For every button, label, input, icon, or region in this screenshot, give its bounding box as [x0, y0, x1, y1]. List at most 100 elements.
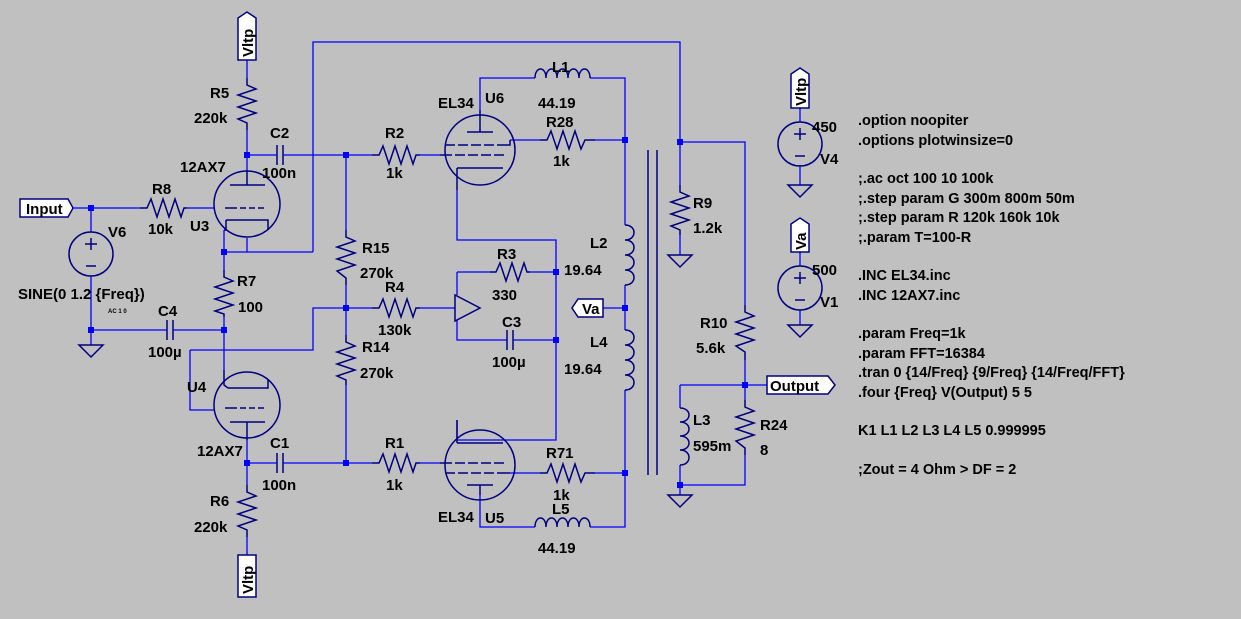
label-c2-ref: C2 [270, 125, 289, 142]
resistor-r28 [540, 128, 595, 152]
capacitor-c3 [500, 330, 520, 350]
directive-line: .INC 12AX7.inc [858, 288, 960, 304]
source-v6 [68, 231, 114, 277]
label-c1-value: 100n [262, 477, 296, 494]
label-u6-model: EL34 [438, 95, 475, 112]
tube-u3 [213, 170, 281, 238]
label-r4-value: 130k [378, 322, 412, 339]
resistor-r9 [668, 185, 692, 235]
label-r28-value: 1k [553, 153, 570, 170]
label-l1-value: 44.19 [538, 95, 576, 112]
resistor-r15 [334, 230, 358, 285]
inductor-l2 [624, 224, 635, 286]
label-r71-ref: R71 [546, 445, 574, 462]
tube-u5 [440, 420, 516, 501]
resistor-r14 [334, 335, 358, 385]
label-r1-ref: R1 [385, 435, 404, 452]
label-c2-value: 100n [262, 165, 296, 182]
label-r10-ref: R10 [700, 315, 728, 332]
label-r10-value: 5.6k [696, 340, 726, 357]
net-flag-output [766, 375, 836, 395]
inductor-l1 [534, 68, 591, 79]
tubes[interactable] [213, 110, 516, 501]
label-l4-ref: L4 [590, 334, 608, 351]
label-r14-value: 270k [360, 365, 394, 382]
label-r5-ref: R5 [210, 85, 229, 102]
label-r28-ref: R28 [546, 114, 574, 131]
net-label-va-v1: Va [793, 232, 810, 250]
label-c4-value: 100µ [148, 344, 182, 361]
inductor-l4 [624, 329, 635, 391]
resistor-r1 [372, 451, 420, 475]
directive-line: .four {Freq} V(Output) 5 5 [858, 385, 1032, 401]
label-v1-ref: V1 [820, 294, 838, 311]
label-u6-ref: U6 [485, 90, 504, 107]
directive-line: .param Freq=1k [858, 326, 967, 342]
label-u5-ref: U5 [485, 510, 504, 527]
capacitor-c2 [270, 145, 290, 165]
tube-u6 [440, 110, 516, 190]
net-label-input: Input [26, 201, 63, 218]
directive-line: .param FFT=16384 [858, 346, 985, 362]
capacitor-c1 [270, 453, 290, 473]
label-l5-ref: L5 [552, 501, 570, 518]
net-label-vltp-top: Vltp [240, 29, 257, 57]
net-flag-va-v1 [790, 217, 810, 253]
buffer-triangle [454, 293, 482, 323]
directive-line: ;.step param R 120k 160k 10k [858, 210, 1060, 226]
label-r3-value: 330 [492, 287, 517, 304]
directive-line: ;Zout = 4 Ohm > DF = 2 [858, 462, 1016, 478]
directive-line: ;.param T=100-R [858, 230, 972, 246]
label-r7-value: 100 [238, 299, 263, 316]
net-flags[interactable] [19, 11, 836, 598]
component-labels: R5 220k C2 100n 12AX7 U3 R8 10k V6 SINE(… [18, 59, 839, 557]
resistor-r8 [140, 196, 187, 220]
resistors[interactable] [140, 78, 757, 537]
directive-line: .INC EL34.inc [858, 268, 951, 284]
resistor-r5 [235, 78, 259, 130]
label-r8-value: 10k [148, 221, 174, 238]
label-r6-value: 220k [194, 519, 228, 536]
label-u3-ref: U3 [190, 218, 209, 235]
label-c4-ref: C4 [158, 303, 178, 320]
label-r2-ref: R2 [385, 125, 404, 142]
label-c3-ref: C3 [502, 314, 521, 331]
directive-line: .option noopiter [858, 113, 969, 129]
label-r24-value: 8 [760, 442, 768, 459]
inductors[interactable] [534, 68, 690, 528]
label-v6-ac: AC 1 0 [108, 309, 127, 315]
label-r24-ref: R24 [760, 417, 788, 434]
net-label-output: Output [770, 378, 819, 395]
inductor-l3 [679, 407, 690, 466]
directive-line: .options plotwinsize=0 [858, 133, 1013, 149]
transformer-core [647, 150, 658, 475]
label-l2-ref: L2 [590, 235, 608, 252]
label-u5-model: EL34 [438, 509, 475, 526]
label-u4-ref: U4 [187, 379, 207, 396]
label-v6-ref: V6 [108, 224, 126, 241]
capacitors[interactable] [160, 145, 520, 473]
label-l3-ref: L3 [693, 412, 711, 429]
resistor-r7 [212, 270, 236, 317]
label-r1-value: 1k [386, 477, 403, 494]
label-u4-model: 12AX7 [197, 443, 243, 460]
resistor-r2 [372, 143, 420, 167]
resistor-r10 [733, 305, 757, 360]
label-r9-ref: R9 [693, 195, 712, 212]
spice-directives[interactable]: .option noopiter .options plotwinsize=0 … [858, 113, 1125, 478]
net-label-vltp-v4: Vltp [793, 78, 810, 106]
label-r8-ref: R8 [152, 181, 171, 198]
net-label-vltp-bottom: Vltp [240, 566, 257, 594]
capacitor-c4 [160, 320, 180, 340]
voltage-sources[interactable] [68, 121, 823, 311]
net-flag-vltp-top [237, 11, 257, 61]
label-r3-ref: R3 [497, 246, 516, 263]
label-l4-value: 19.64 [564, 361, 602, 378]
label-v4-ref: V4 [820, 151, 839, 168]
resistor-r71 [540, 461, 595, 485]
label-l1-ref: L1 [552, 59, 570, 76]
label-r71-value: 1k [553, 487, 570, 504]
directive-line: ;.step param G 300m 800m 50m [858, 191, 1075, 207]
net-flag-vltp-v4 [790, 67, 810, 109]
